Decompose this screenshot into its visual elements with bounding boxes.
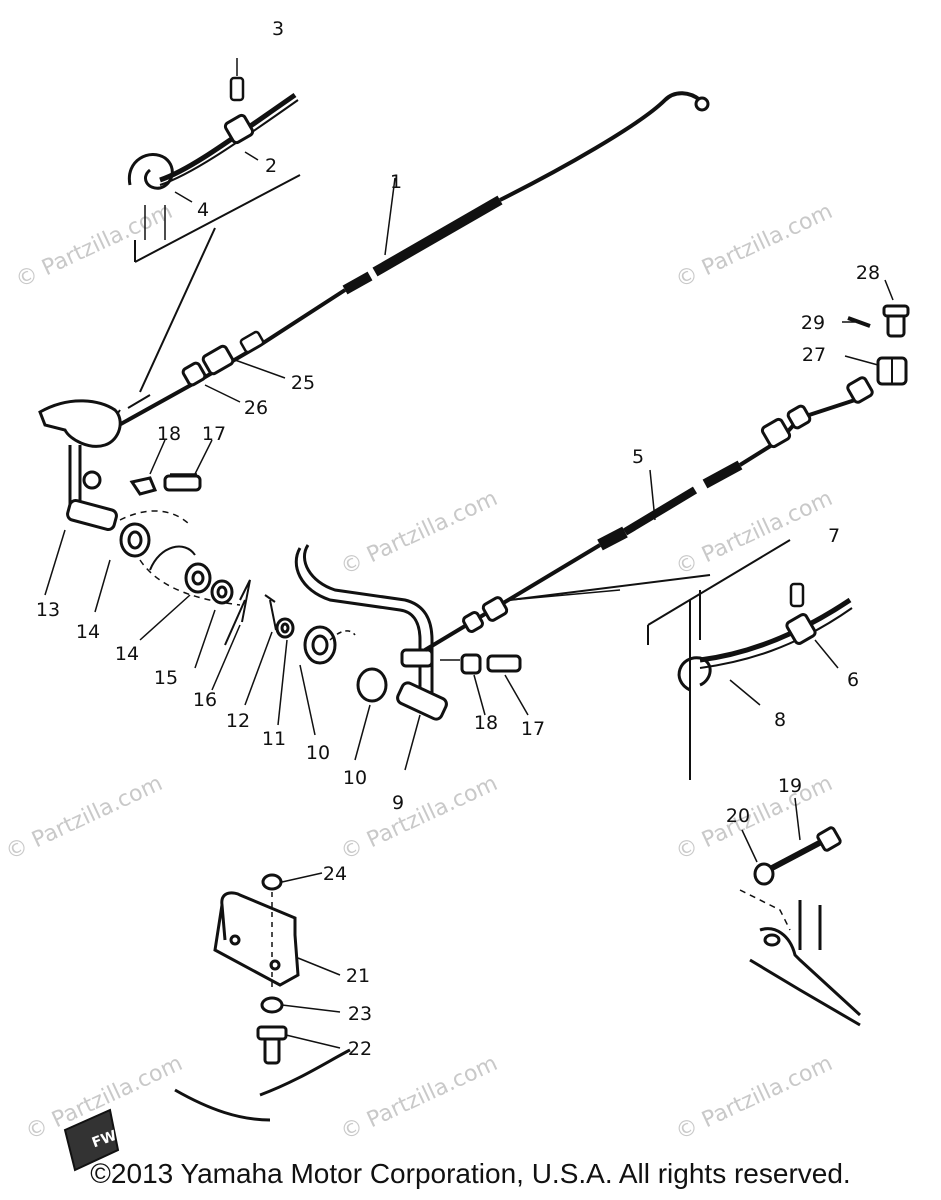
callout-16: 16 bbox=[193, 689, 217, 711]
fasteners-17-18-right bbox=[460, 653, 529, 716]
callout-12: 12 bbox=[226, 710, 250, 732]
callout-21: 21 bbox=[346, 965, 370, 987]
callout-27: 27 bbox=[802, 344, 826, 366]
callout-10-b: 10 bbox=[343, 767, 367, 789]
callout-labels: 3 2 4 1 28 29 27 25 26 18 17 5 7 13 14 1… bbox=[36, 18, 880, 1060]
callout-2: 2 bbox=[265, 155, 277, 177]
watermark: © Partzilla.com bbox=[672, 771, 836, 865]
cable-assembly-5 bbox=[423, 376, 874, 661]
callout-11: 11 bbox=[262, 728, 286, 750]
callout-1: 1 bbox=[390, 171, 402, 193]
bracket-21-22-23-24 bbox=[174, 872, 351, 1122]
callout-29: 29 bbox=[801, 312, 825, 334]
callout-15: 15 bbox=[154, 667, 178, 689]
fasteners-17-18-left bbox=[129, 439, 213, 496]
bolt-19-20 bbox=[739, 797, 862, 1027]
callout-26: 26 bbox=[244, 397, 268, 419]
watermark: © Partzilla.com bbox=[337, 486, 501, 580]
watermark: © Partzilla.com bbox=[672, 199, 836, 293]
callout-25: 25 bbox=[291, 372, 315, 394]
callout-14-a: 14 bbox=[76, 621, 100, 643]
callout-23: 23 bbox=[348, 1003, 372, 1025]
callout-3: 3 bbox=[272, 18, 284, 40]
callout-10-a: 10 bbox=[306, 742, 330, 764]
callout-20: 20 bbox=[726, 805, 750, 827]
callout-18-right: 18 bbox=[474, 712, 498, 734]
callout-18-left: 18 bbox=[157, 423, 181, 445]
clamp-27-28-29 bbox=[842, 279, 910, 386]
copyright-notice: ©2013 Yamaha Motor Corporation, U.S.A. A… bbox=[90, 1158, 851, 1189]
inset-right bbox=[647, 539, 853, 780]
watermark: © Partzilla.com bbox=[337, 1051, 501, 1145]
callout-24: 24 bbox=[323, 863, 347, 885]
callout-13: 13 bbox=[36, 599, 60, 621]
watermark: © Partzilla.com bbox=[672, 486, 836, 580]
callout-17-left: 17 bbox=[202, 423, 226, 445]
callout-8: 8 bbox=[774, 709, 786, 731]
watermark: © Partzilla.com bbox=[2, 771, 166, 865]
callout-19: 19 bbox=[778, 775, 802, 797]
right-lever-9 bbox=[244, 544, 448, 771]
watermark: © Partzilla.com bbox=[12, 199, 176, 293]
cable-assembly-1 bbox=[107, 91, 710, 432]
inset-top-left bbox=[127, 58, 301, 393]
callout-6: 6 bbox=[847, 669, 859, 691]
callout-4: 4 bbox=[197, 199, 209, 221]
bushings-14-15-16 bbox=[94, 510, 251, 691]
callout-9: 9 bbox=[392, 792, 404, 814]
watermark: © Partzilla.com bbox=[672, 1051, 836, 1145]
left-lever-13 bbox=[38, 399, 122, 596]
callout-5: 5 bbox=[632, 446, 644, 468]
fwd-mark: FWD bbox=[63, 1108, 130, 1172]
callout-28: 28 bbox=[856, 262, 880, 284]
callout-22: 22 bbox=[348, 1038, 372, 1060]
callout-7: 7 bbox=[828, 525, 840, 547]
callout-17-right: 17 bbox=[521, 718, 545, 740]
callout-14-b: 14 bbox=[115, 643, 139, 665]
